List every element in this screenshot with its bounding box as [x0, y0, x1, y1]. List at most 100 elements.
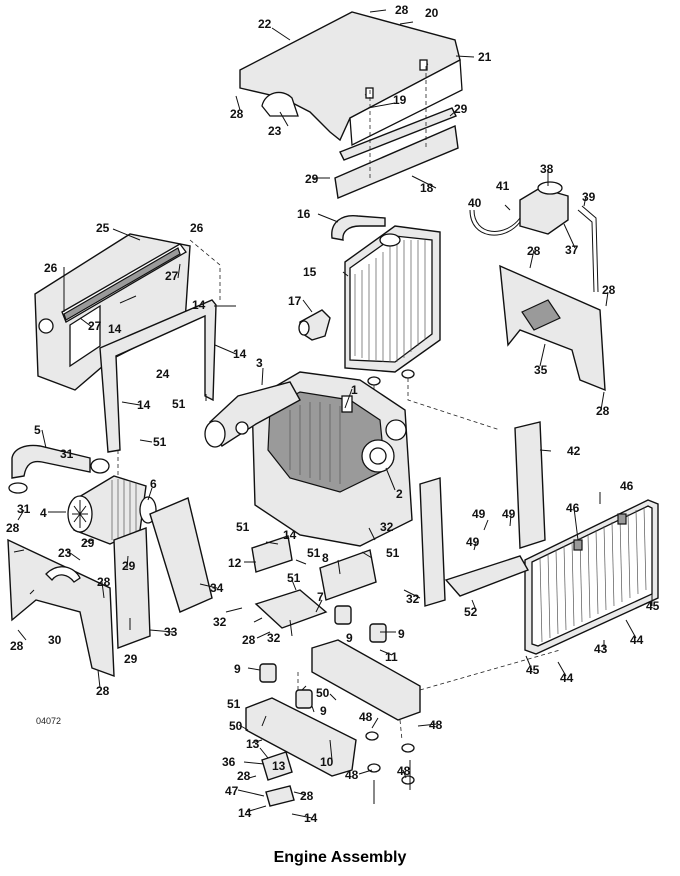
- small-hardware: [261, 731, 415, 807]
- hose-16: [331, 215, 386, 241]
- callout-14f: 14: [238, 806, 252, 820]
- callout-7: 7: [317, 590, 324, 604]
- callout-51g: 51: [227, 697, 241, 711]
- callout-21: 21: [478, 50, 492, 64]
- drawing-code: 04072: [36, 716, 61, 726]
- callout-14: 14: [108, 322, 122, 336]
- callout-32d: 32: [406, 592, 420, 606]
- engine-mounts: [251, 535, 387, 709]
- leader-lines: [13, 9, 653, 819]
- callout-6: 6: [150, 477, 157, 491]
- callout-45: 45: [646, 599, 660, 613]
- callout-31: 31: [60, 447, 74, 461]
- callout-51d: 51: [307, 546, 321, 560]
- overflow-tank: [469, 181, 599, 293]
- radiator: [344, 225, 501, 440]
- callout-3: 3: [256, 356, 263, 370]
- callout-46: 46: [620, 479, 634, 493]
- callout-43: 43: [594, 642, 608, 656]
- diagram-title: Engine Assembly: [273, 849, 407, 866]
- callout-13: 13: [246, 737, 260, 751]
- callout-37: 37: [565, 243, 579, 257]
- callout-48c: 48: [345, 768, 359, 782]
- left-shroud: [34, 233, 191, 391]
- callout-33: 33: [164, 625, 178, 639]
- callout-17: 17: [288, 294, 302, 308]
- callout-40: 40: [468, 196, 482, 210]
- callout-51f: 51: [287, 571, 301, 585]
- callout-9d: 9: [320, 704, 327, 718]
- hose-17: [298, 309, 331, 341]
- bracket-33-34: [113, 497, 213, 649]
- callout-28h: 28: [10, 639, 24, 653]
- callout-44: 44: [630, 633, 644, 647]
- callout-8: 8: [322, 551, 329, 565]
- side-panel-35: [499, 264, 606, 392]
- radiator-screen: [524, 499, 659, 655]
- callout-32: 32: [380, 520, 394, 534]
- frame-10-11: [245, 639, 561, 777]
- callout-39: 39: [582, 190, 596, 204]
- callout-50: 50: [316, 686, 330, 700]
- callout-14d: 14: [137, 398, 151, 412]
- callout-32c: 32: [267, 631, 281, 645]
- callout-28e: 28: [596, 404, 610, 418]
- callout-23: 23: [268, 124, 282, 138]
- callout-labels: 1 2 3 4 5 6 7 8 9 9 9 9 10 11 12 13 13 1…: [6, 3, 660, 825]
- callout-47: 47: [225, 784, 239, 798]
- callout-20: 20: [425, 6, 439, 20]
- callout-49: 49: [472, 507, 486, 521]
- callout-14g: 14: [304, 811, 318, 825]
- callout-5: 5: [34, 423, 41, 437]
- callout-32b: 32: [213, 615, 227, 629]
- callout-29b: 29: [454, 102, 468, 116]
- callout-13b: 13: [272, 759, 286, 773]
- bracket-18-19: [334, 66, 459, 199]
- callout-51c: 51: [236, 520, 250, 534]
- callout-50b: 50: [229, 719, 243, 733]
- callout-51b: 51: [153, 435, 167, 449]
- callout-48b: 48: [429, 718, 443, 732]
- callout-34: 34: [210, 581, 224, 595]
- callout-18: 18: [420, 181, 434, 195]
- callout-31b: 31: [17, 502, 31, 516]
- callout-9: 9: [398, 627, 405, 641]
- callout-49c: 49: [466, 535, 480, 549]
- engine: [204, 371, 413, 547]
- callout-25: 25: [96, 221, 110, 235]
- panel-30: [7, 538, 115, 678]
- callout-35: 35: [534, 363, 548, 377]
- callout-14b: 14: [192, 298, 206, 312]
- callout-30: 30: [48, 633, 62, 647]
- callout-19: 19: [393, 93, 407, 107]
- callout-51e: 51: [386, 546, 400, 560]
- callout-51: 51: [172, 397, 186, 411]
- callout-28g: 28: [97, 575, 111, 589]
- callout-29e: 29: [124, 652, 138, 666]
- callout-26: 26: [44, 261, 58, 275]
- callout-24: 24: [156, 367, 170, 381]
- callout-29d: 29: [122, 559, 136, 573]
- callout-29c: 29: [81, 536, 95, 550]
- callout-1: 1: [351, 383, 358, 397]
- callout-46b: 46: [566, 501, 580, 515]
- callout-11: 11: [385, 650, 398, 664]
- callout-22: 22: [258, 17, 272, 31]
- callout-28i: 28: [96, 684, 110, 698]
- callout-15: 15: [303, 265, 317, 279]
- callout-36: 36: [222, 755, 236, 769]
- callout-49b: 49: [502, 507, 516, 521]
- callout-28b: 28: [230, 107, 244, 121]
- callout-28j: 28: [242, 633, 256, 647]
- top-shroud: [239, 11, 463, 147]
- callout-28l: 28: [300, 789, 314, 803]
- callout-28k: 28: [237, 769, 251, 783]
- callout-28c: 28: [527, 244, 541, 258]
- callout-44b: 44: [560, 671, 574, 685]
- callout-42: 42: [567, 444, 581, 458]
- callout-14e: 14: [283, 528, 297, 542]
- callout-48: 48: [359, 710, 373, 724]
- callout-48d: 48: [397, 764, 411, 778]
- callout-9b: 9: [234, 662, 241, 676]
